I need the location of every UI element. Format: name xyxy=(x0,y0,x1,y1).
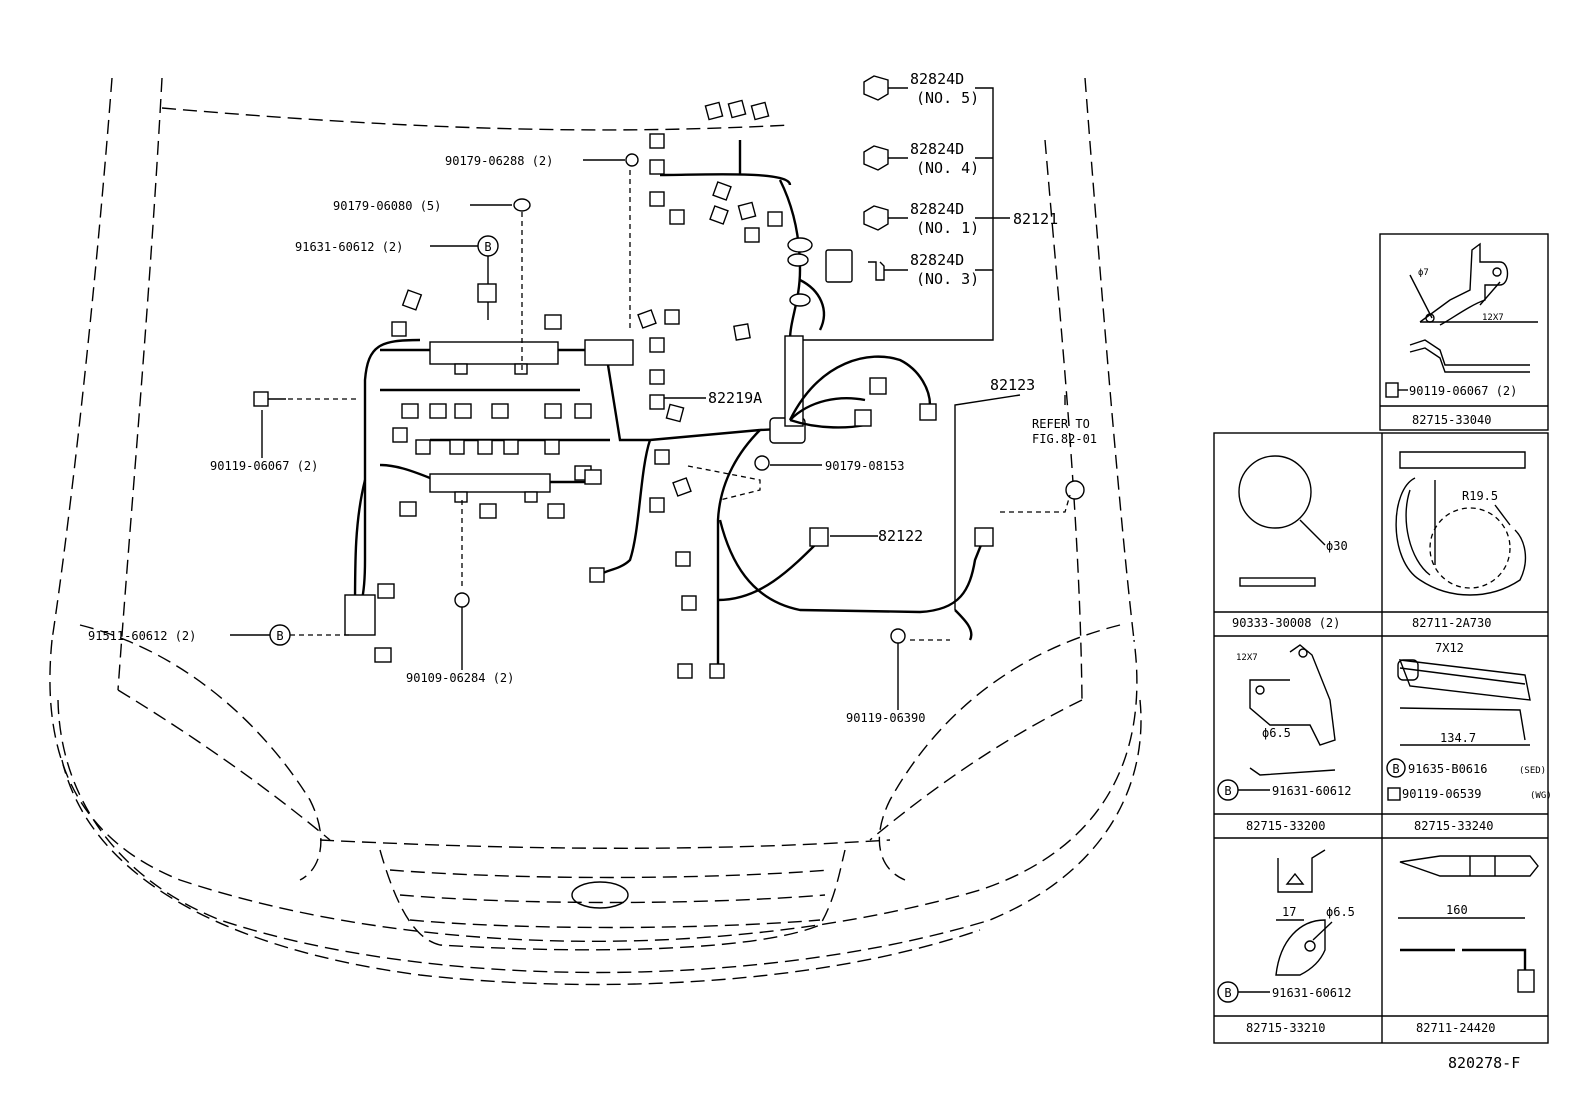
p3-dim1: R19.5 xyxy=(1462,489,1498,503)
p5-note1: (SED) xyxy=(1519,766,1546,776)
panel-3-drawing: R19.5 82711-2A730 xyxy=(1395,451,1527,630)
p5-callout2: 90119-06539 xyxy=(1402,787,1481,801)
label-no4: (NO. 4) xyxy=(916,159,979,177)
panel-82715-33040 xyxy=(1379,233,1549,431)
label-82824d-no1: 82824D xyxy=(910,200,964,218)
parts-table: ϕ7 12X7 90119-06067 (2) 82715-33040 ϕ30 … xyxy=(1213,233,1552,1044)
p4-badge: B xyxy=(1224,784,1231,798)
p5-badge: B xyxy=(1392,762,1399,776)
panel-1-drawing: ϕ7 12X7 90119-06067 (2) 82715-33040 xyxy=(1385,242,1538,427)
p2-dim1: ϕ30 xyxy=(1326,539,1348,553)
label-fig: FIG.82-01 xyxy=(1032,432,1097,446)
b-badge-left-text: B xyxy=(276,629,283,643)
b-badges: B B xyxy=(269,235,499,646)
label-90119-06390: 90119-06390 xyxy=(846,711,925,725)
label-90109-06284: 90109-06284 (2) xyxy=(406,671,514,685)
main-labels: 82824D (NO. 5) 82824D (NO. 4) 82824D (NO… xyxy=(88,70,1097,725)
label-82824d-no3: 82824D xyxy=(910,251,964,269)
label-no1: (NO. 1) xyxy=(916,219,979,237)
p6-dim2: ϕ6.5 xyxy=(1326,905,1355,919)
p4-dim1: 12X7 xyxy=(1236,653,1258,663)
connectors xyxy=(253,75,1085,679)
label-91631-60612-top: 91631-60612 (2) xyxy=(295,240,403,254)
leader-lines xyxy=(230,87,1066,710)
p4-dim2: ϕ6.5 xyxy=(1262,726,1291,740)
label-82219a: 82219A xyxy=(708,389,762,407)
panel-2-drawing: ϕ30 90333-30008 (2) xyxy=(1232,455,1348,630)
label-90179-06080: 90179-06080 (5) xyxy=(333,199,441,213)
p4-part: 82715-33200 xyxy=(1246,819,1325,833)
p5-note2: (WG) xyxy=(1530,791,1552,801)
label-82824d-no5: 82824D xyxy=(910,70,964,88)
label-90179-06288: 90179-06288 (2) xyxy=(445,154,553,168)
panel-4-drawing: 12X7 ϕ6.5 B 91631-60612 82715-33200 xyxy=(1217,644,1351,833)
p1-dim2: 12X7 xyxy=(1482,313,1504,323)
p5-part: 82715-33240 xyxy=(1414,819,1493,833)
label-82824d-no4: 82824D xyxy=(910,140,964,158)
b-badge-top xyxy=(477,235,499,257)
p1-callout: 90119-06067 (2) xyxy=(1409,384,1517,398)
p2-part: 90333-30008 (2) xyxy=(1232,616,1340,630)
figure-number: 820278-F xyxy=(1448,1054,1520,1072)
b-badge-top-text: B xyxy=(484,240,491,254)
label-90179-08153: 90179-08153 xyxy=(825,459,904,473)
engine-wire-harness xyxy=(344,140,987,670)
p5-dim2: 134.7 xyxy=(1440,731,1476,745)
panel-5-drawing: 7X12 134.7 B 91635-B0616 (SED) 90119-065… xyxy=(1386,641,1552,833)
panel-6-drawing: 17 ϕ6.5 B 91631-60612 82715-33210 xyxy=(1217,849,1355,1035)
p6-badge: B xyxy=(1224,986,1231,1000)
label-82122: 82122 xyxy=(878,527,923,545)
panel-7-drawing: 160 82711-24420 xyxy=(1398,855,1539,1035)
p5-dim1: 7X12 xyxy=(1435,641,1464,655)
label-91511-60612: 91511-60612 (2) xyxy=(88,629,196,643)
p1-part: 82715-33040 xyxy=(1412,413,1491,427)
p5-callout1: 91635-B0616 xyxy=(1408,762,1487,776)
p7-dim1: 160 xyxy=(1446,903,1468,917)
label-no5: (NO. 5) xyxy=(916,89,979,107)
label-90119-06067-left: 90119-06067 (2) xyxy=(210,459,318,473)
label-refer-to: REFER TO xyxy=(1032,417,1090,431)
p1-dim1: ϕ7 xyxy=(1418,268,1429,278)
p3-part: 82711-2A730 xyxy=(1412,616,1491,630)
label-no3: (NO. 3) xyxy=(916,270,979,288)
p6-dim1: 17 xyxy=(1282,905,1296,919)
p6-callout: 91631-60612 xyxy=(1272,986,1351,1000)
p4-callout: 91631-60612 xyxy=(1272,784,1351,798)
p7-part: 82711-24420 xyxy=(1416,1021,1495,1035)
attach-lines xyxy=(288,170,1071,641)
label-82123: 82123 xyxy=(990,376,1035,394)
b-badge-left xyxy=(269,624,291,646)
car-body-outline xyxy=(49,77,1142,986)
label-82121: 82121 xyxy=(1013,210,1058,228)
p6-part: 82715-33210 xyxy=(1246,1021,1325,1035)
